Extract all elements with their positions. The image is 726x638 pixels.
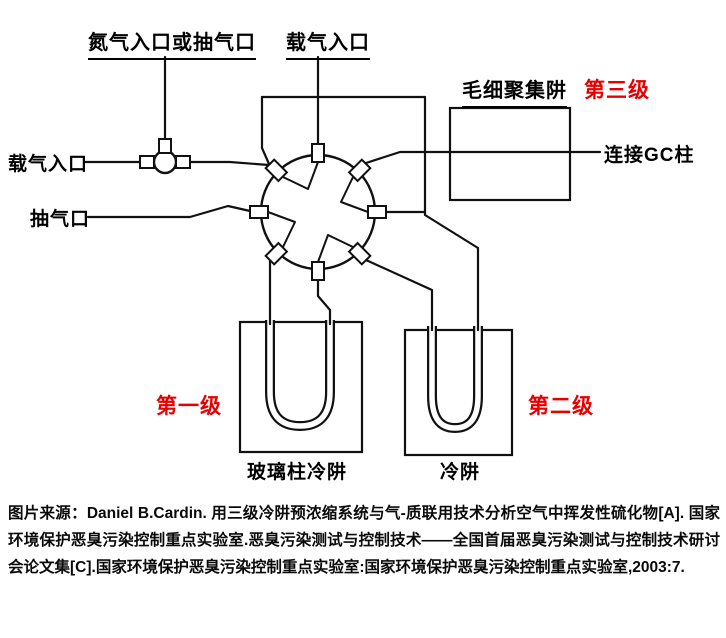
valve-channel-4 — [267, 211, 296, 248]
label-stage-2: 第二级 — [528, 395, 594, 418]
valve-port-ne — [347, 158, 372, 183]
tubing-lines — [83, 55, 602, 332]
three-way-port-right — [175, 155, 191, 169]
cold-trap-box — [403, 328, 514, 457]
pump-line — [86, 204, 252, 219]
valve-to-port-line — [186, 160, 271, 167]
label-gc-column: 连接GC柱 — [604, 145, 695, 166]
label-nitrogen-inlet: 氮气入口或抽气口 — [88, 26, 256, 60]
cold-trap-utube — [427, 326, 483, 434]
label-stage-3: 第三级 — [584, 79, 650, 102]
label-pump-port: 抽气口 — [30, 209, 91, 230]
valve-port-se — [347, 241, 372, 266]
capillary-trap-box — [448, 106, 572, 202]
u-tubes — [265, 320, 483, 434]
manifold-right-drop — [423, 95, 480, 332]
cold-trap-left-line — [364, 258, 434, 332]
three-way-valve — [139, 138, 191, 175]
valve-port-e — [367, 205, 387, 219]
label-cold-trap: 冷阱 — [440, 462, 481, 483]
valve-port-s — [311, 261, 325, 281]
glass-trap-utube-bore — [267, 320, 333, 429]
figure-source-caption: 图片来源：Daniel B.Cardin. 用三级冷阱预浓缩系统与气-质联用技术… — [8, 505, 720, 577]
label-glass-column-trap: 玻璃柱冷阱 — [247, 462, 348, 483]
label-capillary-trap: 毛细聚集阱 — [462, 74, 567, 108]
valve-channel-2 — [340, 176, 369, 213]
cold-trap-utube-bore — [429, 326, 481, 431]
label-carrier-inlet-left: 载气入口 — [8, 154, 89, 175]
valve-channel-1 — [282, 161, 319, 190]
valve-port-nw — [264, 158, 289, 183]
three-way-port-top — [158, 138, 172, 154]
valve-port-w — [249, 205, 269, 219]
gc-line — [364, 150, 602, 165]
label-carrier-inlet-top: 载气入口 — [286, 26, 370, 60]
label-stage-1: 第一级 — [156, 395, 222, 418]
valve-port-sw — [264, 241, 289, 266]
glass-trap-utube — [265, 320, 335, 432]
glass-trap-box — [238, 320, 364, 454]
diagram-canvas — [83, 55, 602, 457]
glass-trap-right-line — [316, 278, 332, 326]
manifold-left-drop — [260, 95, 271, 166]
rotary-valve — [249, 143, 387, 281]
three-way-valve-body — [152, 149, 178, 175]
three-way-port-left — [139, 155, 155, 169]
valve-port-n — [311, 143, 325, 163]
module-boxes — [238, 106, 572, 457]
valve-channel-3 — [317, 234, 354, 263]
